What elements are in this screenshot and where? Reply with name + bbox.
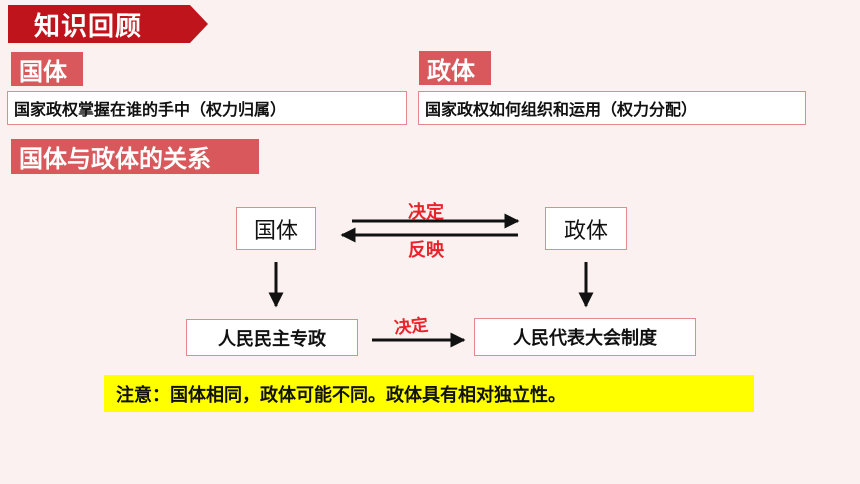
node-peoples-democratic-dictatorship: 人民民主专政 (186, 319, 358, 356)
tag-zhengti-label: 政体 (427, 56, 475, 85)
definition-zhengti-text: 国家政权如何组织和运用（权力分配） (425, 100, 698, 119)
note-text: 注意：国体相同，政体可能不同。政体具有相对独立性。 (116, 384, 566, 406)
tag-guoti: 国体 (11, 52, 83, 86)
node-npc-label: 人民代表大会制度 (513, 328, 657, 349)
label-reflect: 反映 (408, 240, 444, 261)
definition-zhengti: 国家政权如何组织和运用（权力分配） (418, 91, 806, 125)
label-decide-bottom: 决定 (393, 315, 430, 339)
node-dictatorship-label: 人民民主专政 (218, 328, 326, 350)
node-peoples-congress-system: 人民代表大会制度 (474, 318, 696, 356)
node-guoti: 国体 (236, 207, 316, 250)
definition-guoti-text: 国家政权掌握在谁的手中（权力归属） (14, 100, 287, 119)
label-decide-top: 决定 (408, 202, 444, 223)
note-bar: 注意：国体相同，政体可能不同。政体具有相对独立性。 (104, 375, 754, 412)
node-guoti-label: 国体 (253, 218, 298, 244)
tag-zhengti: 政体 (419, 51, 491, 85)
definition-guoti: 国家政权掌握在谁的手中（权力归属） (7, 91, 407, 125)
tag-guoti-label: 国体 (19, 57, 67, 86)
tag-relation-label: 国体与政体的关系 (19, 145, 211, 173)
node-zhengti-label: 政体 (563, 218, 608, 244)
tag-relation: 国体与政体的关系 (11, 139, 259, 174)
title-ribbon: 知识回顾 (8, 5, 208, 43)
page-title: 知识回顾 (34, 11, 143, 42)
node-zhengti: 政体 (545, 207, 627, 250)
